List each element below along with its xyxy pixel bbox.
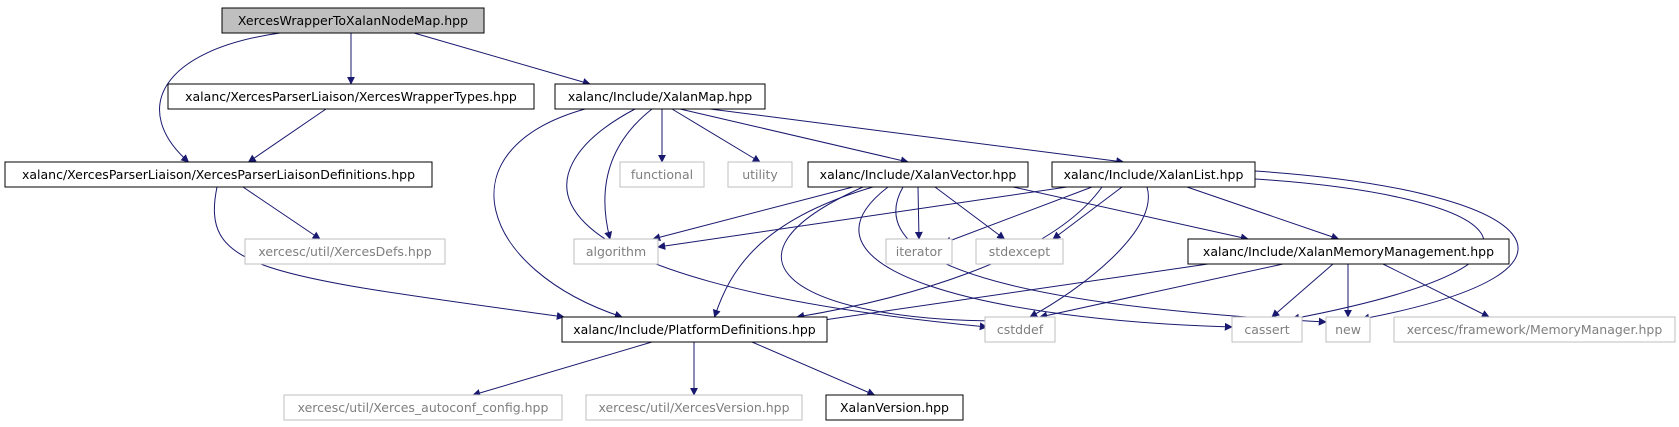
node-liaison_defs[interactable]: xalanc/XercesParserLiaison/XercesParserL…	[4, 161, 433, 188]
node-box	[1325, 316, 1371, 343]
node-xercesdefs: xercesc/util/XercesDefs.hpp	[244, 238, 446, 265]
node-label: xalanc/Include/XalanMemoryManagement.hpp	[1203, 244, 1494, 259]
node-box	[1051, 161, 1256, 188]
node-label: utility	[742, 167, 778, 182]
node-box	[1393, 316, 1676, 343]
node-label: xercesc/util/Xerces_autoconf_config.hpp	[298, 400, 549, 415]
node-box	[221, 7, 485, 34]
node-box	[1231, 316, 1303, 343]
node-memorymanager: xercesc/framework/MemoryManager.hpp	[1393, 316, 1676, 343]
edge-platformdefs-to-xalanversion	[751, 341, 876, 396]
edge-xalanmap-to-platformdefs	[493, 108, 623, 319]
nodes-layer: XercesWrapperToXalanNodeMap.hpp xalanc/Xe…	[4, 7, 1676, 421]
node-label: xalanc/XercesParserLiaison/XercesWrapper…	[185, 89, 517, 104]
node-memmgmt[interactable]: xalanc/Include/XalanMemoryManagement.hpp	[1187, 238, 1510, 265]
node-xalanmap[interactable]: xalanc/Include/XalanMap.hpp	[554, 83, 766, 110]
node-label: xalanc/Include/XalanList.hpp	[1064, 167, 1244, 182]
node-box	[554, 83, 766, 110]
node-iterator: iterator	[885, 238, 953, 265]
node-wrapper_types[interactable]: xalanc/XercesParserLiaison/XercesWrapper…	[167, 83, 535, 110]
node-label: iterator	[896, 244, 943, 259]
node-box	[727, 161, 793, 188]
node-box	[244, 238, 446, 265]
edge-platformdefs-to-autoconf	[472, 341, 653, 397]
node-label: xercesc/framework/MemoryManager.hpp	[1407, 322, 1663, 337]
edge-xalanmap-to-algorithm	[604, 108, 653, 240]
node-root[interactable]: XercesWrapperToXalanNodeMap.hpp	[221, 7, 485, 34]
node-box	[825, 394, 964, 421]
node-label: xercesc/util/XercesVersion.hpp	[598, 400, 789, 415]
node-stdexcept: stdexcept	[975, 238, 1064, 265]
edge-root-to-xalanmap	[413, 32, 591, 86]
edge-xalanlist-to-iterator	[943, 186, 1093, 245]
node-cstddef: cstddef	[984, 316, 1056, 343]
node-box	[573, 238, 659, 265]
edge-memmgmt-to-cassert	[1271, 263, 1334, 318]
node-box	[283, 394, 563, 421]
edge-xalanlist-to-memmgmt	[1186, 186, 1340, 241]
node-box	[585, 394, 803, 421]
node-label: XalanVersion.hpp	[840, 400, 949, 415]
node-box	[807, 161, 1029, 188]
edge-xalanvector-to-memmgmt	[1012, 186, 1249, 242]
edge-xalanvector-to-algorithm	[652, 186, 854, 242]
edge-xalanlist-to-platformdefs	[796, 186, 1103, 320]
edge-xalanmap-to-xalanvector	[679, 108, 909, 165]
node-box	[984, 316, 1056, 343]
edge-xalanvector-to-platformdefs	[712, 186, 874, 318]
node-box	[4, 161, 433, 188]
node-label: xercesc/util/XercesDefs.hpp	[258, 244, 431, 259]
node-label: functional	[631, 167, 693, 182]
node-box	[561, 316, 828, 343]
node-xalanlist[interactable]: xalanc/Include/XalanList.hpp	[1051, 161, 1256, 188]
edge-memmgmt-to-memorymanager	[1382, 263, 1490, 318]
edge-xalanvector-to-new	[895, 186, 1327, 326]
node-box	[619, 161, 705, 188]
node-label: cstddef	[997, 322, 1044, 337]
node-label: xalanc/Include/XalanMap.hpp	[568, 89, 752, 104]
node-label: xalanc/Include/PlatformDefinitions.hpp	[573, 322, 815, 337]
edge-xalanlist-to-algorithm	[657, 186, 1068, 250]
node-label: new	[1335, 322, 1361, 337]
edge-xalanlist-to-cassert	[1254, 178, 1485, 322]
edge-memmgmt-to-platformdefs	[816, 263, 1209, 324]
edge-xalanvector-to-stdexcept	[934, 186, 1006, 240]
node-platformdefs[interactable]: xalanc/Include/PlatformDefinitions.hpp	[561, 316, 828, 343]
edge-liaison_defs-to-platformdefs	[213, 186, 565, 320]
edge-memmgmt-to-cstddef	[1039, 263, 1284, 320]
edge-xalanvector-to-cstddef	[780, 186, 998, 325]
node-box	[975, 238, 1064, 265]
edge-wrapper_types-to-liaison_defs	[247, 108, 327, 163]
edge-xalanlist-to-stdexcept	[1052, 186, 1123, 240]
edge-xalanlist-to-new	[1254, 170, 1519, 322]
node-label: xalanc/Include/XalanVector.hpp	[820, 167, 1017, 182]
node-label: xalanc/XercesParserLiaison/XercesParserL…	[22, 167, 415, 182]
edge-xalanlist-to-cstddef	[1029, 186, 1149, 318]
node-new: new	[1325, 316, 1371, 343]
edge-xalanmap-to-cstddef	[566, 108, 988, 331]
edges-layer	[159, 32, 1519, 397]
node-xalanvector[interactable]: xalanc/Include/XalanVector.hpp	[807, 161, 1029, 188]
edge-xalanmap-to-xalanlist	[709, 108, 1125, 166]
node-xalanversion[interactable]: XalanVersion.hpp	[825, 394, 964, 421]
node-box	[167, 83, 535, 110]
edge-xalanvector-to-iterator	[914, 186, 923, 240]
node-algorithm: algorithm	[573, 238, 659, 265]
node-xercesversion: xercesc/util/XercesVersion.hpp	[585, 394, 803, 421]
node-functional: functional	[619, 161, 705, 188]
node-label: stdexcept	[989, 244, 1050, 259]
node-box	[885, 238, 953, 265]
edge-xalanmap-to-utility	[671, 108, 761, 163]
node-box	[1187, 238, 1510, 265]
edge-liaison_defs-to-xercesdefs	[242, 186, 321, 240]
node-label: algorithm	[586, 244, 646, 259]
node-utility: utility	[727, 161, 793, 188]
node-cassert: cassert	[1231, 316, 1303, 343]
node-autoconf: xercesc/util/Xerces_autoconf_config.hpp	[283, 394, 563, 421]
node-label: XercesWrapperToXalanNodeMap.hpp	[238, 13, 468, 28]
edge-xalanvector-to-cassert	[858, 186, 1233, 331]
node-label: cassert	[1244, 322, 1289, 337]
